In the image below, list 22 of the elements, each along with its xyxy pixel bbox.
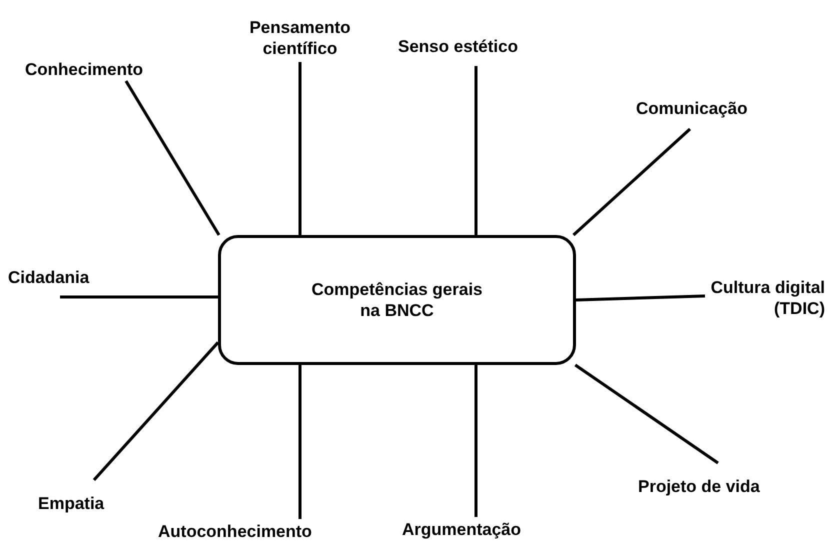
connector-line: [60, 296, 218, 298]
central-topic: Competências gerais na BNCC: [310, 279, 484, 321]
connector-line: [474, 365, 478, 517]
competency-label: Empatia: [38, 492, 106, 514]
topic-box: [218, 235, 576, 365]
competency-label: Projeto de vida: [638, 476, 761, 496]
competency-label: Autoconhecimento: [158, 520, 313, 542]
competency-label: Senso estético: [398, 36, 519, 56]
competency-label: Cidadania: [8, 266, 90, 288]
connector-line: [298, 62, 302, 235]
competency-label: Conhecimento: [25, 58, 144, 80]
competency-label: Pensamento científico: [248, 17, 352, 59]
connector-line: [574, 364, 719, 464]
competency-label: Cultura digital (TDIC): [710, 277, 825, 319]
connector-line: [124, 80, 220, 236]
competency-label: Comunicação: [636, 98, 748, 118]
competency-label: Argumentação: [402, 518, 522, 540]
connector-line: [572, 128, 691, 236]
connector-line: [298, 365, 302, 519]
connector-line: [474, 66, 478, 235]
connector-line: [92, 341, 220, 481]
connector-line: [576, 294, 706, 302]
